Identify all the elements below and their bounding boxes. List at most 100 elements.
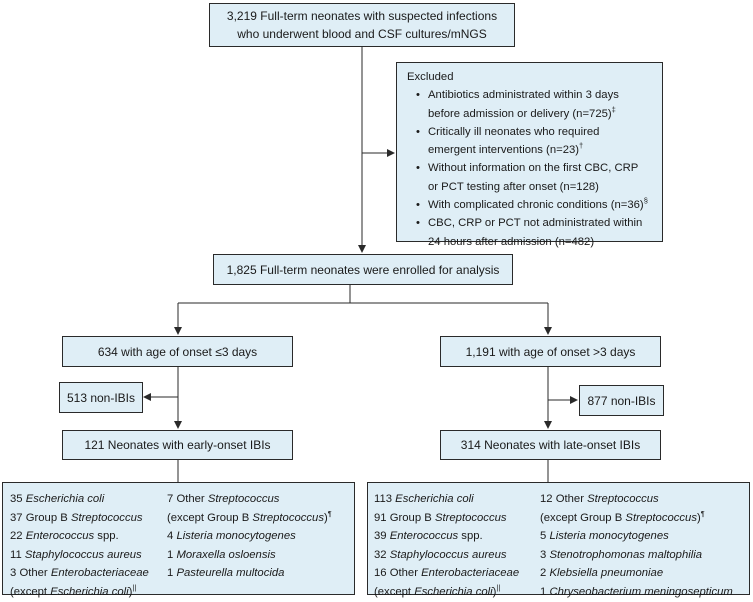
organism-count: 16: [374, 567, 387, 580]
organism-count: 113: [374, 493, 393, 505]
organism-row: 32 Staphylococcus aureus: [374, 546, 519, 565]
organism-name: Chryseobacterium meningosepticum: [549, 585, 733, 598]
organism-count: 3: [540, 548, 547, 561]
organism-name: Streptococcus: [252, 511, 324, 524]
organism-row: (except Escherichia coli)||: [374, 583, 519, 602]
enrolled-text: 1,825 Full-term neonates were enrolled f…: [226, 262, 500, 277]
organism-name: Escherichia coli: [50, 585, 129, 598]
left-organisms-col-2: 7 Other Streptococcus(except Group B Str…: [167, 490, 332, 583]
organism-suffix: ): [492, 585, 497, 598]
right-ibi-text: 314 Neonates with late-onset IBIs: [460, 438, 641, 452]
right-group-box: 1,191 with age of onset >3 days: [440, 336, 661, 367]
organism-name: Streptococcus: [587, 493, 659, 505]
organism-row: 3 Stenotrophomonas maltophilia: [540, 546, 733, 565]
excluded-item: •Without information on the first CBC, C…: [416, 162, 639, 193]
organism-name: Pasteurella multocida: [176, 567, 285, 580]
organism-suffix: ): [697, 511, 701, 524]
organism-row: 113 Escherichia coli: [374, 490, 519, 509]
organism-row: 2 Klebsiella pneumoniae: [540, 564, 733, 583]
organism-row: (except Escherichia coli)||: [10, 583, 149, 602]
footnote-mark: ¶: [700, 508, 705, 518]
organism-name: Enterococcus: [25, 530, 95, 543]
organism-row: 5 Listeria monocytogenes: [540, 527, 733, 546]
organism-count: 39: [374, 530, 387, 543]
top-box: 3,219 Full-term neonates with suspected …: [209, 3, 515, 47]
organism-name: Streptococcus: [207, 493, 280, 505]
organism-name: Enterobacteriaceae: [421, 567, 520, 580]
organism-row: 1 Pasteurella multocida: [167, 564, 332, 583]
footnote-mark: ¶: [327, 508, 332, 518]
organism-name: Moraxella osloensis: [176, 548, 276, 561]
left-non-ibi-text: 513 non-IBIs: [66, 390, 136, 405]
right-non-ibi-box: 877 non-IBIs: [579, 385, 664, 416]
organism-prefix: Other: [19, 567, 48, 580]
organism-row: 1 Chryseobacterium meningosepticum: [540, 583, 733, 602]
organism-name: Streptococcus: [625, 511, 697, 524]
organism-name: Streptococcus: [70, 511, 143, 524]
organism-row: (except Group B Streptococcus)¶: [167, 509, 332, 528]
left-group-text: 634 with age of onset ≤3 days: [97, 344, 258, 359]
organism-name: Escherichia coli: [414, 585, 493, 598]
organism-name: Streptococcus: [434, 511, 507, 524]
organism-count: 4: [167, 530, 174, 543]
left-group-box: 634 with age of onset ≤3 days: [62, 336, 293, 367]
organism-count: 22: [10, 530, 23, 543]
enrolled-box: 1,825 Full-term neonates were enrolled f…: [213, 254, 513, 285]
organism-count: 1: [540, 585, 547, 598]
organism-prefix: Other: [555, 493, 584, 505]
organism-count: 7: [167, 493, 174, 505]
organism-row: 16 Other Enterobacteriaceae: [374, 564, 519, 583]
right-organisms-col-1: 113 Escherichia coli 91 Group B Streptoco…: [374, 490, 519, 602]
organism-suffix: spp.: [458, 530, 483, 543]
organism-name: Enterobacteriaceae: [50, 567, 149, 580]
organism-prefix: (except: [374, 585, 412, 598]
organism-row: (except Group B Streptococcus)¶: [540, 509, 733, 528]
organism-count: 35: [10, 493, 23, 505]
organism-row: 12 Other Streptococcus: [540, 490, 733, 509]
right-group-text: 1,191 with age of onset >3 days: [465, 344, 636, 359]
right-organisms-col-2: 12 Other Streptococcus(except Group B St…: [540, 490, 733, 602]
organism-name: Listeria monocytogenes: [176, 530, 296, 543]
footnote-mark: ||: [496, 583, 501, 593]
organism-row: 7 Other Streptococcus: [167, 490, 332, 509]
organism-prefix: Group B: [25, 511, 68, 524]
excluded-box: Excluded •Antibiotics administrated with…: [396, 62, 663, 248]
organism-row: 35 Escherichia coli: [10, 490, 149, 509]
organism-count: 12: [540, 493, 553, 505]
excluded-item: •CBC, CRP or PCT not administrated withi…: [416, 217, 643, 248]
left-ibi-box: 121 Neonates with early-onset IBIs: [62, 430, 293, 460]
organism-name: Klebsiella pneumoniae: [549, 567, 664, 580]
organism-suffix: ): [324, 511, 328, 524]
excluded-title: Excluded: [407, 71, 454, 83]
organism-row: 1 Moraxella osloensis: [167, 546, 332, 565]
organism-name: Escherichia coli: [25, 493, 105, 505]
right-ibi-box: 314 Neonates with late-onset IBIs: [440, 430, 661, 460]
left-organisms-box: [2, 482, 355, 595]
organism-name: Listeria monocytogenes: [549, 530, 669, 543]
organism-row: 3 Other Enterobacteriaceae: [10, 564, 149, 583]
organism-name: Staphylococcus aureus: [24, 548, 142, 561]
top-box-line-1: 3,219 Full-term neonates with suspected …: [226, 9, 498, 23]
organism-name: Stenotrophomonas maltophilia: [549, 548, 703, 561]
left-non-ibi-box: 513 non-IBIs: [59, 382, 143, 413]
organism-row: 4 Listeria monocytogenes: [167, 527, 332, 546]
organism-prefix: Group B: [389, 511, 432, 524]
organism-prefix: (except Group B: [167, 511, 250, 524]
excluded-item: •Antibiotics administrated within 3 days…: [416, 89, 619, 120]
organism-suffix: ): [128, 585, 133, 598]
organism-count: 91: [374, 511, 387, 524]
organism-count: 37: [10, 511, 23, 524]
footnote-mark: ||: [132, 583, 137, 593]
right-non-ibi-text: 877 non-IBIs: [587, 393, 656, 408]
organism-name: Escherichia coli: [395, 493, 474, 505]
organism-row: 22 Enterococcus spp.: [10, 527, 149, 546]
organism-count: 3: [10, 567, 17, 580]
organism-prefix: (except Group B: [540, 511, 623, 524]
organism-count: 2: [540, 567, 547, 580]
excluded-list: •Antibiotics administrated within 3 days…: [407, 86, 656, 251]
organism-name: Enterococcus: [389, 530, 459, 543]
organism-prefix: Other: [176, 493, 205, 505]
